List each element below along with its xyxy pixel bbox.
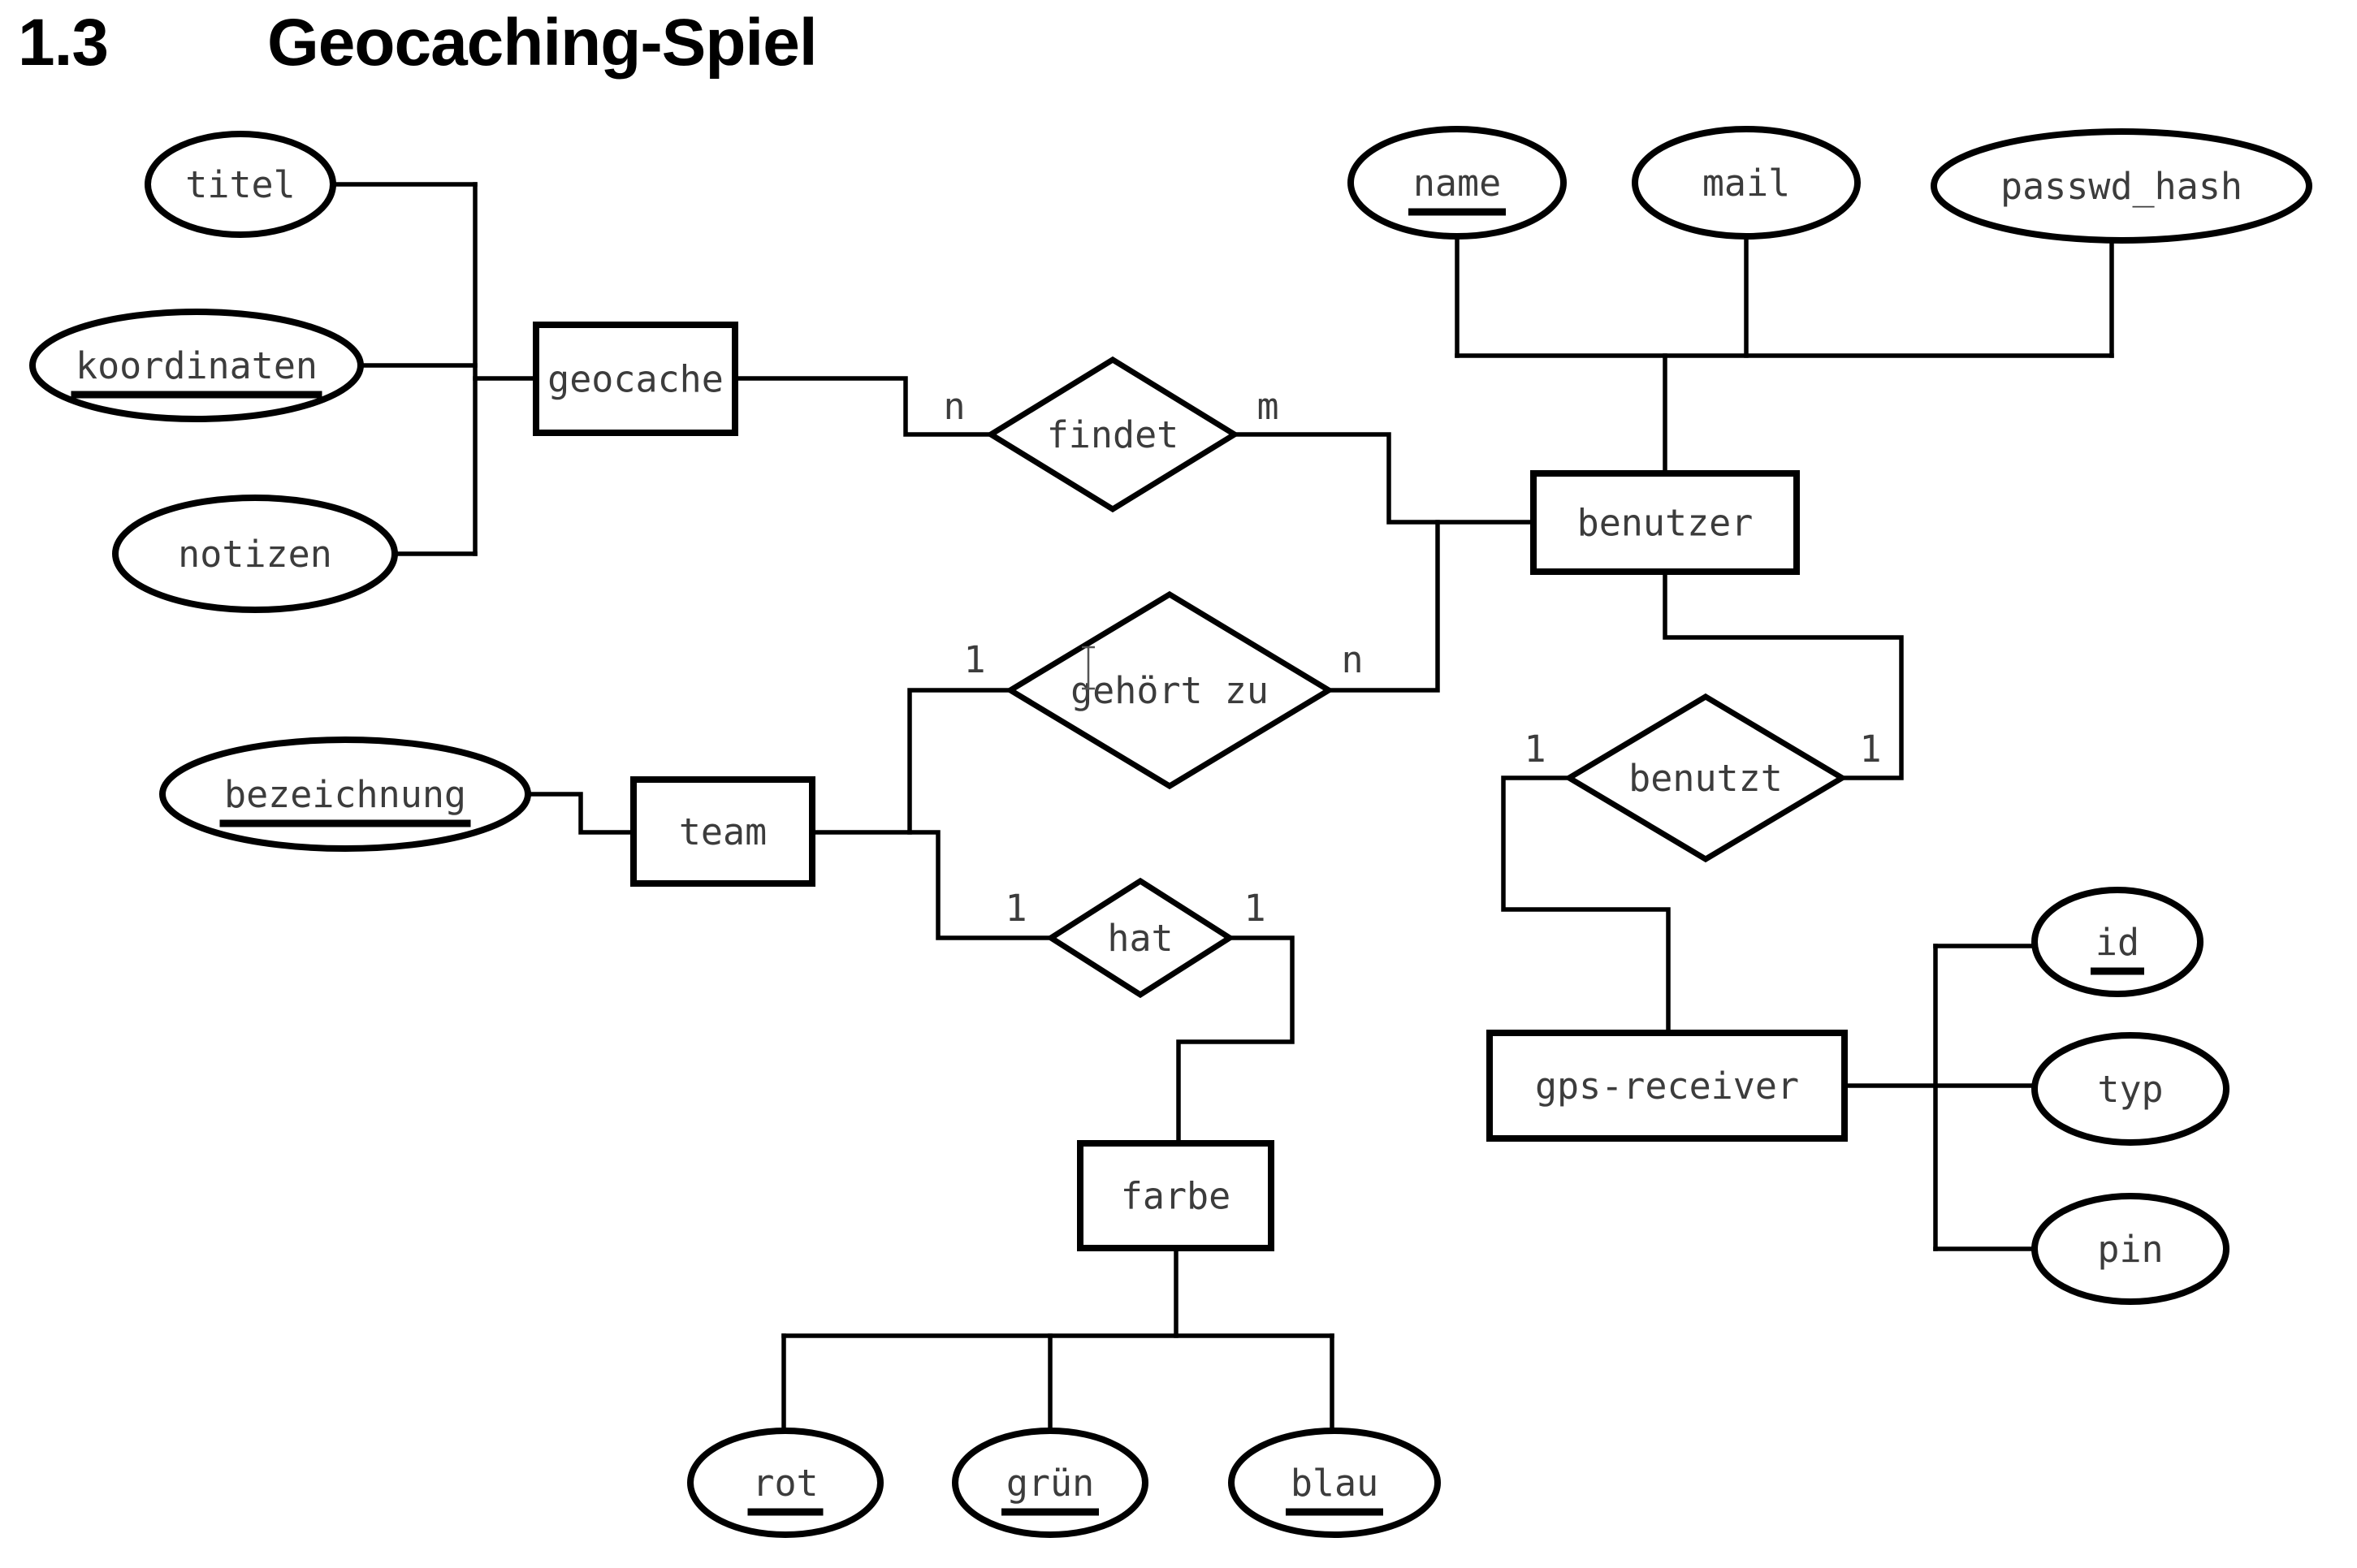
cardinality-findet-left: n [943,385,965,428]
connector-benutzer-gehoertzu [1326,520,1440,693]
attribute-label-gruen: grün [1006,1462,1094,1505]
attribute-label-notizen: notizen [178,533,332,576]
attribute-label-pin: pin [2097,1228,2163,1271]
relationship-label-gehoert-zu: gehört zu [1070,669,1269,712]
entity-label-geocache: geocache [547,358,724,401]
attribute-id [2031,887,2203,997]
connector-bezeichnung-team [525,792,636,835]
entity-team [630,776,815,887]
attribute-label-passwd_hash: passwd_hash [2000,165,2242,208]
attribute-titel [145,131,336,238]
entity-label-gps-receiver: gps-receiver [1535,1065,1799,1108]
section-title: Geocaching-Spiel [267,6,818,80]
connector-findet-benutzer [1232,432,1536,525]
attribute-passwd_hash [1931,128,2312,244]
attribute-mail [1632,126,1861,240]
relationship-benutzt [1563,693,1848,863]
cardinality-benutzt-right: 1 [1859,728,1881,771]
attribute-label-bezeichnung: bezeichnung [224,773,466,816]
entity-label-farbe: farbe [1121,1175,1230,1218]
connector-gehoertzu-team [810,688,1013,835]
attribute-blau [1228,1428,1441,1538]
entity-farbe [1077,1140,1274,1251]
attribute-rot [687,1428,884,1538]
attribute-label-koordinaten: koordinaten [76,344,318,387]
entity-benutzer [1530,470,1800,575]
attribute-notizen [112,495,398,613]
relationship-label-hat: hat [1107,917,1173,960]
attribute-label-titel: titel [185,163,295,206]
connector-hat-farbe [1176,935,1295,1146]
relationship-findet [985,356,1240,513]
cardinality-gehoertzu-right: n [1341,638,1363,681]
relationship-gehoert-zu [1005,590,1334,790]
relationship-label-benutzt: benutzt [1628,757,1783,800]
entity-gps-receiver [1486,1030,1848,1142]
attribute-label-typ: typ [2097,1068,2163,1111]
cardinality-findet-right: m [1256,385,1278,428]
relationship-label-findet: findet [1047,413,1179,456]
attribute-pin [2031,1193,2229,1305]
text-cursor-icon [1082,646,1095,690]
connector-benutzt-gps [1501,775,1671,1035]
attribute-label-blau: blau [1291,1462,1378,1505]
cardinality-hat-right: 1 [1243,887,1265,930]
attribute-name [1347,126,1567,240]
attribute-label-rot: rot [752,1462,818,1505]
entity-label-benutzer: benutzer [1577,502,1754,545]
cardinality-gehoertzu-left: 1 [963,638,985,681]
entity-label-team: team [679,810,767,853]
relationship-hat [1045,877,1235,999]
attribute-label-id: id [2095,921,2139,964]
connector-geocache-findet [733,376,993,437]
entity-geocache [533,322,738,436]
cardinality-hat-left: 1 [1005,887,1027,930]
section-number: 1.3 [18,6,109,80]
connector-benutzer-benutzt [1663,569,1904,780]
page-title: 1.3 Geocaching-Spiel [18,5,818,81]
cardinality-benutzt-left: 1 [1524,728,1546,771]
attribute-typ [2031,1032,2229,1146]
attribute-label-name: name [1413,162,1501,205]
connector-team-hat [907,830,1053,940]
attribute-label-mail: mail [1702,162,1790,205]
